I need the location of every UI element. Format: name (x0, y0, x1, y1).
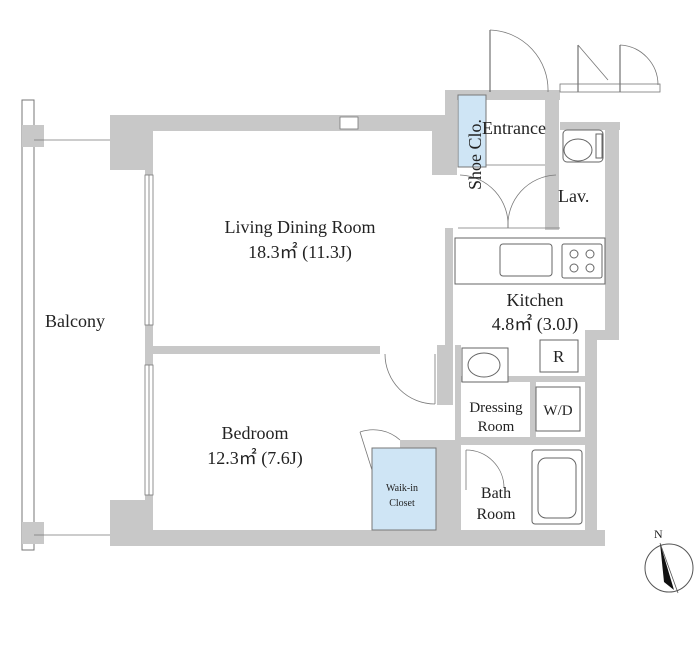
shoe-closet-label: Shoe Clo. (465, 119, 485, 190)
entrance-label: Entrance (482, 118, 546, 138)
lavatory-label: Lav. (558, 186, 589, 206)
balcony-label: Balcony (45, 311, 105, 331)
living-room-label: Living Dining Room (224, 217, 375, 237)
entrance-doors (458, 29, 661, 229)
compass-north-label: N (654, 527, 663, 541)
living-room-area: 18.3㎡ (11.3J) (248, 241, 352, 263)
shoe-closet (457, 94, 487, 168)
bedroom-label: Bedroom (222, 423, 289, 443)
bath-room-label-1: Bath (481, 485, 511, 502)
kitchen-label: Kitchen (507, 290, 564, 310)
windows (144, 116, 359, 496)
compass-icon: N (644, 527, 694, 594)
bedroom-area: 12.3㎡ (7.6J) (207, 447, 303, 469)
walkin-closet (359, 429, 437, 531)
bedroom-door (384, 353, 436, 405)
refrigerator-space (539, 339, 579, 373)
bath-room-label-2: Room (476, 506, 516, 523)
dressing-room-label-2: Room (478, 419, 515, 435)
bathtub-icon (465, 449, 583, 525)
toilet-icon (562, 129, 604, 163)
balcony-railing (21, 99, 110, 551)
washer-label: W/D (543, 403, 572, 419)
dressing-room-label-1: Dressing (469, 400, 523, 416)
washbasin-icon (461, 347, 581, 432)
walkin-closet-label-2: Closet (389, 498, 415, 509)
walkin-closet-label-1: Waik-in (386, 483, 418, 494)
kitchen-area: 4.8㎡ (3.0J) (492, 313, 579, 335)
exterior-walls (110, 90, 620, 546)
refrigerator-label: R (553, 347, 565, 366)
kitchen-counter (454, 237, 606, 373)
